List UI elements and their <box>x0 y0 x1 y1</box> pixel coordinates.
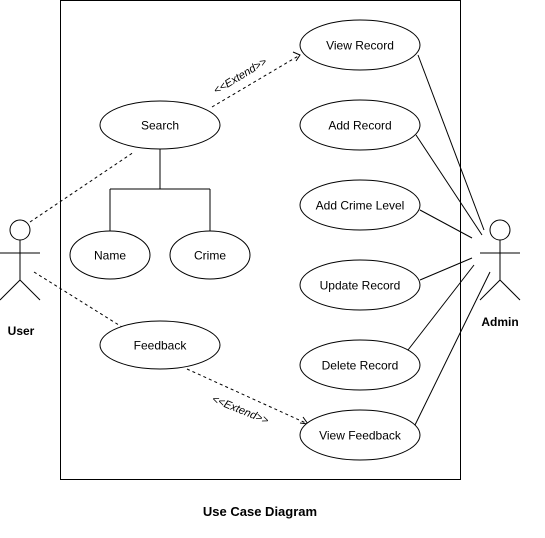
actor-user-label: User <box>8 324 35 338</box>
use-case-add-crime-level: Add Crime Level <box>299 179 421 231</box>
svg-text:Feedback: Feedback <box>134 339 188 353</box>
actor-admin-icon <box>479 219 521 301</box>
extend-search-view-record <box>211 54 301 108</box>
extend-search-view-record-arrowhead <box>292 51 301 62</box>
svg-text:Name: Name <box>94 249 126 263</box>
use-case-search: Search <box>99 100 221 150</box>
use-case-delete-record: Delete Record <box>299 339 421 391</box>
svg-text:Update Record: Update Record <box>320 279 401 293</box>
use-case-name: Name <box>69 230 151 280</box>
use-case-view-feedback: View Feedback <box>299 409 421 461</box>
actor-admin-label: Admin <box>481 315 518 329</box>
use-case-update-record: Update Record <box>299 259 421 311</box>
extend-feedback-view-feedback <box>186 368 309 425</box>
use-case-view-record: View Record <box>299 19 421 71</box>
svg-text:Crime: Crime <box>194 249 226 263</box>
admin-associations <box>407 54 491 426</box>
assoc-admin-delete-record <box>407 264 475 351</box>
actor-user-icon <box>0 219 41 301</box>
svg-text:View Record: View Record <box>326 39 394 53</box>
assoc-user-search <box>29 151 135 223</box>
assoc-admin-add-crime-level <box>419 209 473 239</box>
use-case-add-record: Add Record <box>299 99 421 151</box>
assoc-user-feedback <box>33 271 123 328</box>
use-case-crime: Crime <box>169 230 251 280</box>
assoc-admin-add-record <box>415 134 483 236</box>
use-case-feedback: Feedback <box>99 320 221 370</box>
svg-text:View Feedback: View Feedback <box>319 429 402 443</box>
svg-text:Delete Record: Delete Record <box>322 359 399 373</box>
assoc-admin-update-record <box>419 257 473 281</box>
svg-text:Add Record: Add Record <box>328 119 391 133</box>
svg-text:Add Crime Level: Add Crime Level <box>316 199 405 213</box>
svg-text:Search: Search <box>141 119 179 133</box>
assoc-admin-view-feedback <box>414 271 491 426</box>
diagram-caption: Use Case Diagram <box>203 504 317 519</box>
assoc-admin-view-record <box>417 54 485 231</box>
search-generalization-tree <box>109 149 211 231</box>
